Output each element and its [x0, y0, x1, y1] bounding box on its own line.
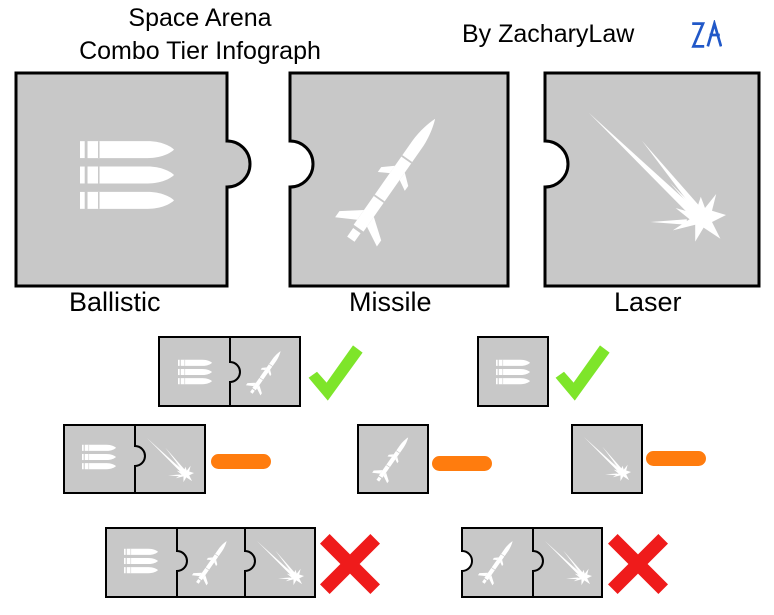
combo-ballistic-laser-neutral — [63, 424, 271, 494]
bullets-icon — [495, 359, 531, 385]
dash-icon — [211, 454, 271, 469]
combo-ballistic-good — [477, 336, 610, 407]
check-icon — [555, 345, 610, 401]
zacharylaw-logo-icon — [690, 22, 722, 48]
title-line-1: Space Arena — [128, 4, 272, 32]
author-byline: By ZacharyLaw — [462, 20, 635, 48]
cross-icon — [320, 534, 380, 594]
combo-laser-neutral — [571, 424, 706, 494]
combo-ballistic-missile-laser-bad — [105, 527, 380, 598]
bullets-icon — [78, 140, 176, 210]
title-line-2: Combo Tier Infograph — [79, 37, 321, 65]
piece-missile — [288, 71, 510, 288]
dash-icon — [646, 451, 706, 466]
bullets-icon — [123, 548, 159, 574]
bullets-icon — [81, 444, 117, 470]
combo-missile-neutral — [357, 424, 492, 494]
piece-label-ballistic: Ballistic — [69, 287, 161, 317]
cross-icon — [608, 534, 668, 594]
piece-ballistic — [14, 71, 252, 288]
combo-ballistic-missile-good — [158, 336, 363, 407]
combo-missile-laser-bad — [461, 527, 668, 598]
check-icon — [308, 345, 363, 401]
dash-icon — [432, 456, 492, 471]
piece-label-missile: Missile — [349, 287, 432, 317]
piece-laser — [543, 71, 761, 288]
piece-label-laser: Laser — [614, 287, 682, 317]
bullets-icon — [177, 359, 213, 385]
